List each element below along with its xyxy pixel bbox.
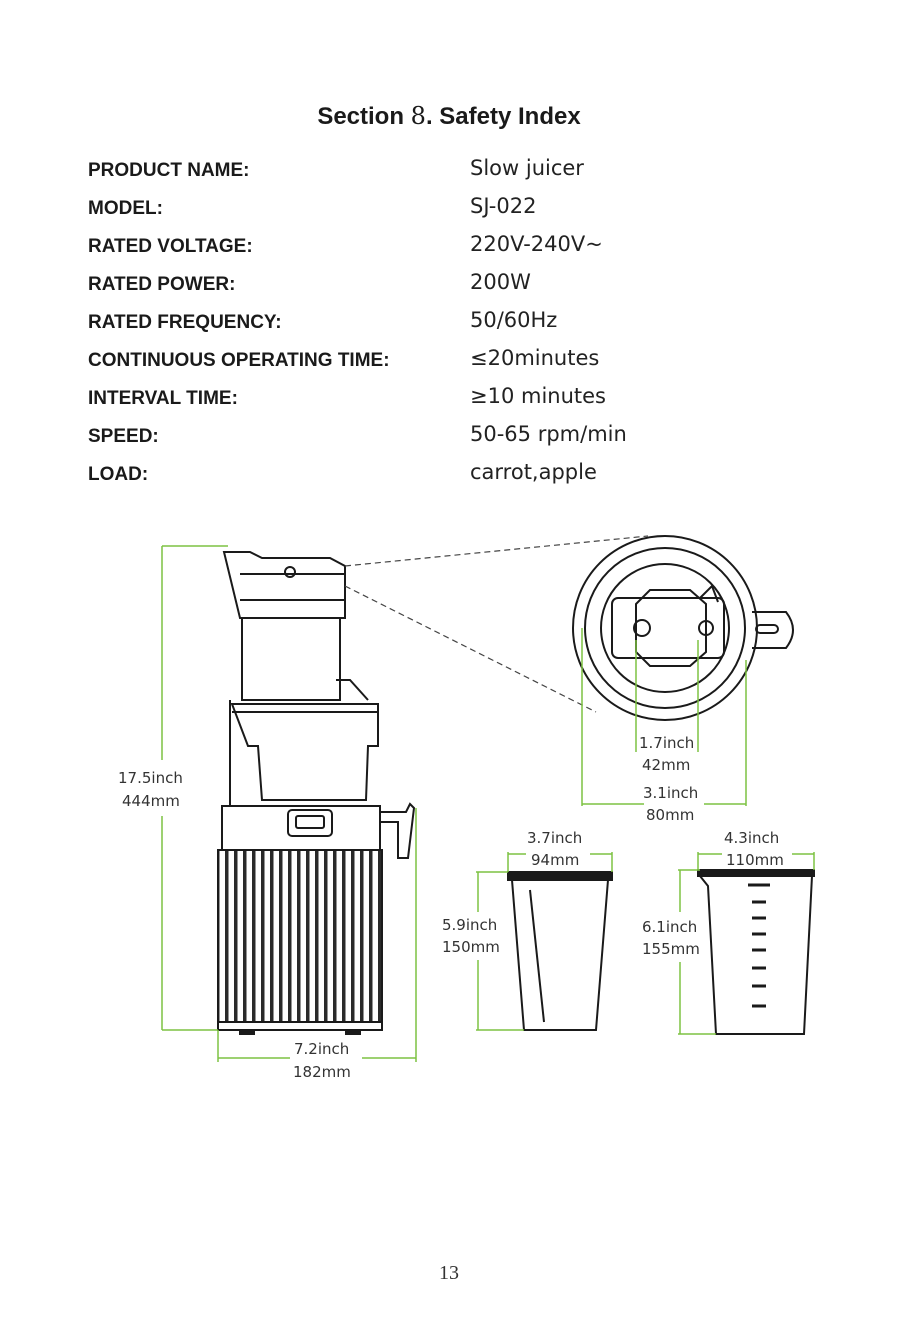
cup-height-mm-label: 150mm (442, 938, 500, 956)
spec-label: PRODUCT NAME: (88, 160, 250, 181)
spec-value: 50/60Hz (470, 308, 558, 332)
spec-label: SPEED: (88, 426, 159, 447)
chute-top-view (572, 535, 794, 721)
chute-outer-mm-label: 80mm (646, 806, 694, 824)
jug-width-mm-label: 110mm (726, 851, 784, 869)
base-width-inch-label: 7.2inch (294, 1040, 349, 1058)
spec-value: 50-65 rpm/min (470, 422, 627, 446)
spec-row-interval-time: INTERVAL TIME: ≥10 minutes (88, 384, 808, 418)
dimension-labels: 17.5inch 444mm 7.2inch 182mm 1.7inch 42m… (118, 734, 784, 1081)
chute-outer-inch-label: 3.1inch (643, 784, 698, 802)
spec-row-speed: SPEED: 50-65 rpm/min (88, 422, 808, 456)
juicer-illustration (217, 551, 416, 1035)
base-width-mm-label: 182mm (293, 1063, 351, 1081)
height-inch-label: 17.5inch (118, 769, 183, 787)
spec-value: 220V-240V~ (470, 232, 603, 256)
spec-value: ≥10 minutes (470, 384, 606, 408)
jug-illustration (697, 869, 815, 1035)
spec-label: RATED VOLTAGE: (88, 236, 253, 257)
spec-value: carrot,apple (470, 460, 597, 484)
spec-label: MODEL: (88, 198, 163, 219)
spec-row-continuous-operating-time: CONTINUOUS OPERATING TIME: ≤20minutes (88, 346, 808, 380)
chute-inner-mm-label: 42mm (642, 756, 690, 774)
spec-label: RATED POWER: (88, 274, 236, 295)
page-number: 13 (439, 1262, 459, 1284)
section-name: Safety Index (439, 103, 581, 130)
cup-illustration (507, 871, 613, 1031)
spec-row-load: LOAD: carrot,apple (88, 460, 808, 494)
spec-label: INTERVAL TIME: (88, 388, 238, 409)
section-title: Section 8. Safety Index (0, 102, 898, 131)
spec-value: SJ-022 (470, 194, 537, 218)
spec-row-rated-frequency: RATED FREQUENCY: 50/60Hz (88, 308, 808, 342)
section-prefix: Section (317, 103, 404, 130)
spec-row-rated-voltage: RATED VOLTAGE: 220V-240V~ (88, 232, 808, 266)
cup-height-inch-label: 5.9inch (442, 916, 497, 934)
jug-height-mm-label: 155mm (642, 940, 700, 958)
jug-height-inch-label: 6.1inch (642, 918, 697, 936)
cup-width-inch-label: 3.7inch (527, 829, 582, 847)
spec-value: ≤20minutes (470, 346, 600, 370)
spec-value: 200W (470, 270, 531, 294)
spec-row-product-name: PRODUCT NAME: Slow juicer (88, 156, 808, 190)
spec-value: Slow juicer (470, 156, 584, 180)
jug-width-inch-label: 4.3inch (724, 829, 779, 847)
section-separator: . (425, 103, 433, 130)
height-mm-label: 444mm (122, 792, 180, 810)
cup-width-mm-label: 94mm (531, 851, 579, 869)
spec-label: CONTINUOUS OPERATING TIME: (88, 350, 390, 371)
spec-label: RATED FREQUENCY: (88, 312, 282, 333)
dimension-lines (161, 545, 815, 1062)
spec-label: LOAD: (88, 464, 149, 485)
chute-inner-inch-label: 1.7inch (639, 734, 694, 752)
section-number: 8 (410, 102, 426, 130)
spec-row-rated-power: RATED POWER: 200W (88, 270, 808, 304)
projection-lines (344, 535, 649, 713)
spec-row-model: MODEL: SJ-022 (88, 194, 808, 228)
